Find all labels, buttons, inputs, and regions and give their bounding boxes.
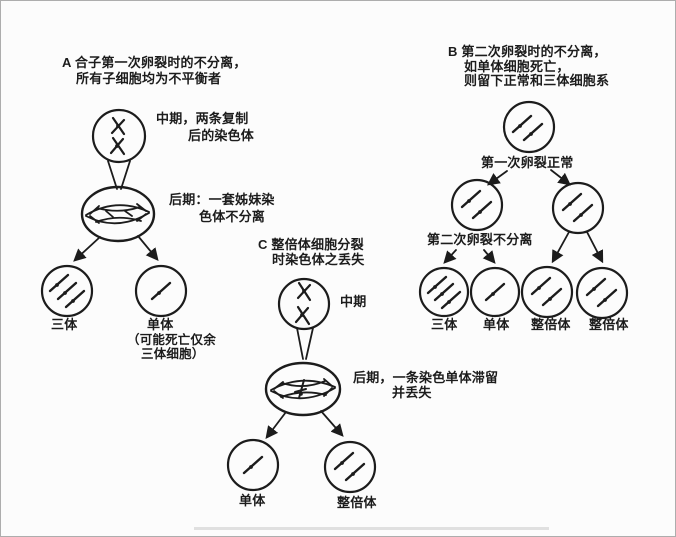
cell-b-blastomere-left bbox=[450, 178, 504, 232]
cell-b-euploid-1 bbox=[520, 265, 574, 319]
cell-c-monosomy bbox=[226, 438, 280, 492]
cell-a-trisomy bbox=[40, 264, 94, 318]
cell-c-anaphase bbox=[264, 361, 342, 417]
cell-b-blastomere-right bbox=[551, 181, 605, 235]
division-arrows-b-first bbox=[486, 169, 571, 186]
b-first-cleavage-label: 第一次卵裂正常 bbox=[481, 155, 574, 170]
cell-b-trisomy bbox=[418, 266, 470, 318]
c-euploid-label: 整倍体 bbox=[337, 495, 377, 510]
cell-c-metaphase bbox=[277, 277, 331, 331]
division-arrows-b-second bbox=[443, 231, 604, 264]
a-trisomy-label: 三体 bbox=[51, 317, 78, 332]
section-c-title-line2: 时染色体之丢失 bbox=[272, 252, 365, 267]
cell-a-metaphase bbox=[91, 108, 147, 164]
c-monosomy-label: 单体 bbox=[239, 493, 266, 508]
a-metaphase-label-line2: 后的染色体 bbox=[188, 128, 255, 143]
b-cell-label-euploid-2: 整倍体 bbox=[589, 317, 629, 332]
section-b-title-line3: 则留下正常和三体细胞系 bbox=[464, 73, 610, 88]
spindle-funnel-c bbox=[296, 327, 314, 360]
b-cell-label-monosomy: 单体 bbox=[483, 317, 510, 332]
b-cell-label-trisomy: 三体 bbox=[431, 317, 458, 332]
a-monosomy-note-line1: （可能死亡仅余 bbox=[127, 333, 216, 347]
a-anaphase-label-line1: 后期：一套姊妹染 bbox=[169, 192, 275, 207]
section-a-title-line2: 所有子细胞均为不平衡者 bbox=[76, 71, 222, 86]
cell-a-monosomy bbox=[134, 264, 188, 318]
cell-c-euploid bbox=[323, 440, 377, 494]
section-b-title-line1: B 第二次卵裂时的不分离， bbox=[448, 44, 607, 59]
cell-b-zygote bbox=[502, 100, 556, 154]
division-arrows-c bbox=[265, 410, 344, 440]
section-a-title-line1: A 合子第一次卵裂时的不分离， bbox=[62, 55, 247, 70]
a-metaphase-label-line1: 中期，两条复制 bbox=[156, 111, 249, 126]
c-anaphase-label-line1: 后期，一条染色单体滞留 bbox=[353, 370, 499, 385]
a-monosomy-label: 单体 bbox=[147, 317, 174, 332]
section-b-title-line2: 如单体细胞死亡， bbox=[464, 59, 570, 74]
spindle-a bbox=[85, 203, 150, 225]
division-arrows-a bbox=[73, 235, 159, 262]
b-cell-label-euploid-1: 整倍体 bbox=[531, 317, 571, 332]
section-c-title-line1: C 整倍体细胞分裂 bbox=[258, 237, 364, 252]
cell-b-monosomy bbox=[469, 266, 521, 318]
a-monosomy-note-line2: 三体细胞） bbox=[141, 347, 205, 361]
c-metaphase-label: 中期 bbox=[340, 294, 367, 309]
scan-artifact-line bbox=[194, 527, 549, 530]
spindle-funnel-a bbox=[107, 160, 131, 190]
b-second-cleavage-label: 第二次卵裂不分离 bbox=[427, 232, 533, 247]
cell-b-euploid-2 bbox=[575, 266, 629, 320]
c-anaphase-label-line2: 并丢失 bbox=[392, 385, 432, 400]
spindle-c bbox=[270, 378, 336, 400]
cell-a-anaphase bbox=[80, 185, 156, 243]
a-anaphase-label-line2: 色体不分离 bbox=[199, 209, 266, 224]
